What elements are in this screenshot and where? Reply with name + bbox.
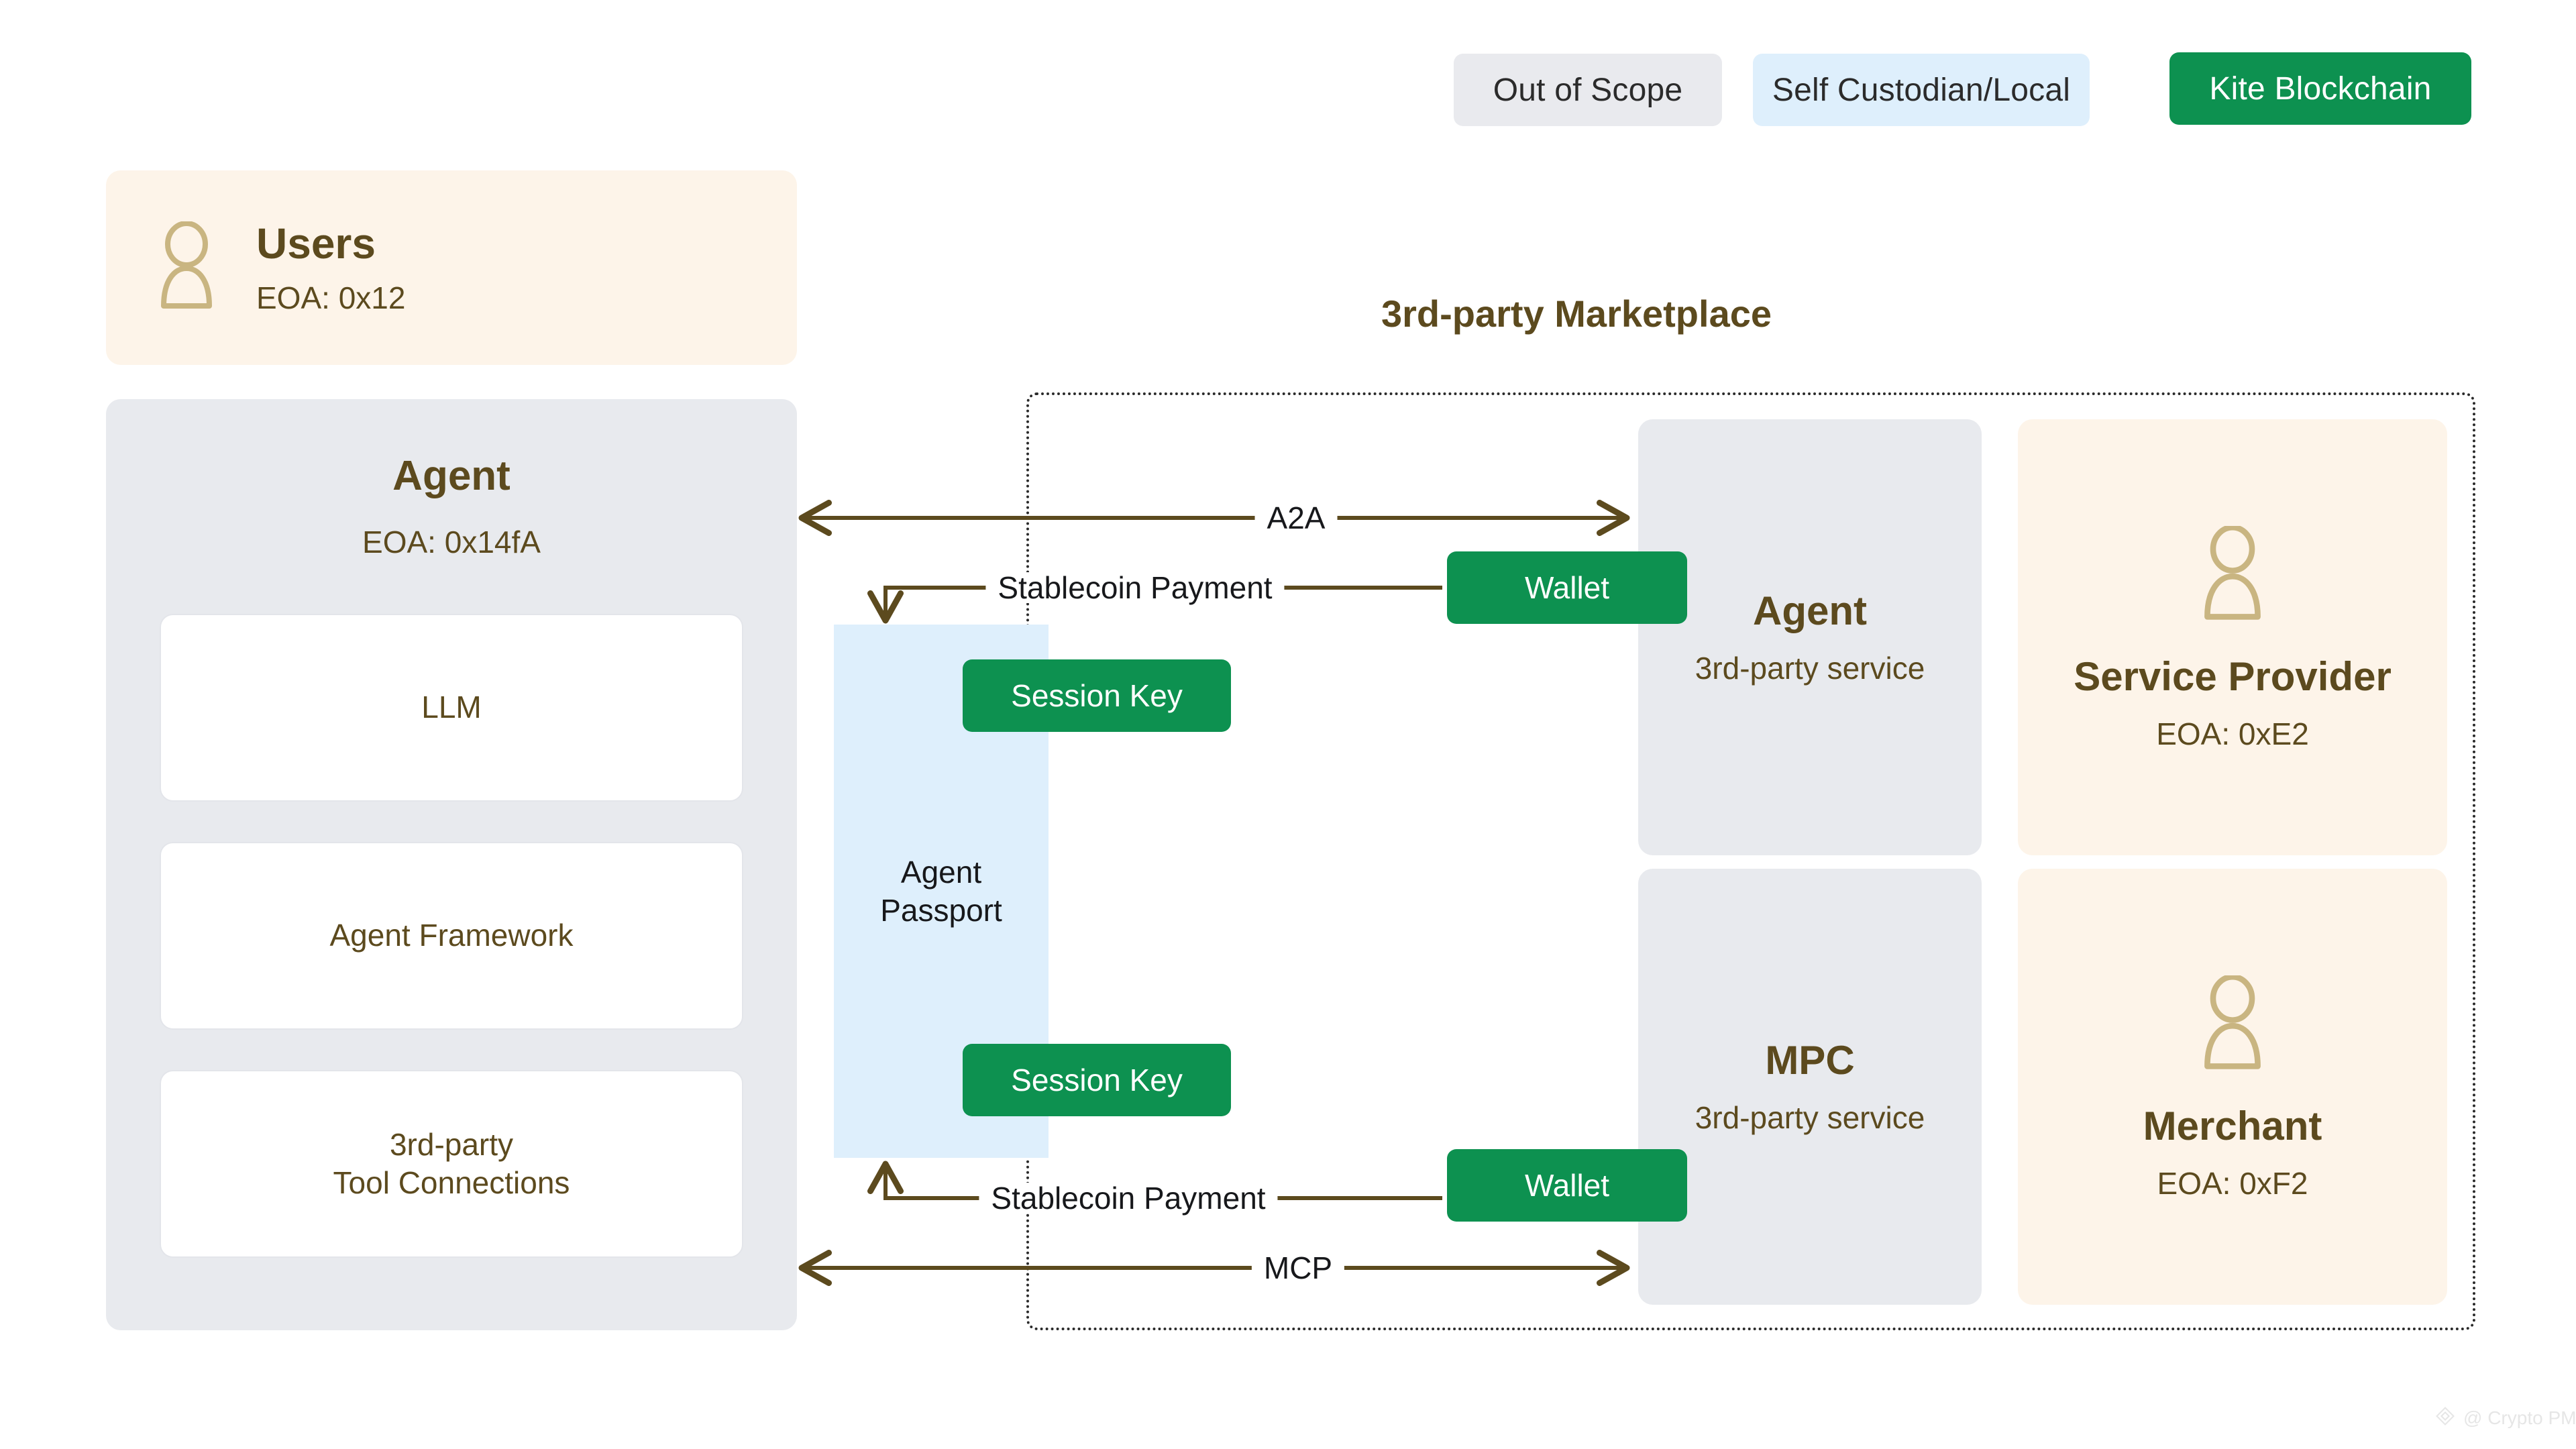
diamond-logo-icon (2435, 1406, 2455, 1430)
agent-panel-address: EOA: 0x14fA (362, 525, 541, 559)
users-card-title: Users (256, 219, 376, 268)
person-icon (154, 220, 219, 315)
users-card-address: EOA: 0x12 (256, 280, 406, 315)
agent-card-label: Agent Framework (329, 918, 574, 953)
users-card-text: Users EOA: 0x12 (256, 222, 405, 313)
wallet-badge-top[interactable]: Wallet (1447, 551, 1687, 624)
marketplace-card-title: Service Provider (2074, 653, 2392, 699)
agent-card-label-line2: Tool Connections (333, 1165, 570, 1200)
agent-passport-label: Agent Passport (880, 853, 1002, 928)
legend-label: Out of Scope (1493, 72, 1683, 108)
agent-passport-block[interactable]: Agent Passport (834, 625, 1049, 1158)
legend-chip-self-custodian[interactable]: Self Custodian/Local (1753, 54, 2090, 126)
legend-chip-out-of-scope[interactable]: Out of Scope (1454, 54, 1722, 126)
marketplace-card-service-provider[interactable]: Service Provider EOA: 0xE2 (2018, 419, 2447, 855)
legend-label: Self Custodian/Local (1772, 72, 2071, 108)
connector-label-stablecoin-payment-bottom: Stablecoin Payment (979, 1183, 1278, 1214)
agent-passport-label-line2: Passport (880, 892, 1002, 928)
legend-chip-kite-blockchain[interactable]: Kite Blockchain (2169, 52, 2471, 125)
marketplace-card-merchant[interactable]: Merchant EOA: 0xF2 (2018, 869, 2447, 1305)
badge-label: Wallet (1524, 1168, 1610, 1203)
marketplace-card-title: Agent (1753, 588, 1867, 633)
agent-passport-label-line1: Agent (900, 855, 982, 890)
person-icon (2198, 524, 2267, 626)
agent-card-label-line1: 3rd-party (389, 1126, 514, 1162)
session-key-badge-bottom[interactable]: Session Key (963, 1044, 1231, 1116)
marketplace-card-title: MPC (1765, 1038, 1855, 1083)
users-card[interactable]: Users EOA: 0x12 (106, 170, 797, 365)
person-icon (2198, 973, 2267, 1075)
marketplace-card-subtitle: EOA: 0xF2 (2157, 1165, 2308, 1201)
agent-card-label-wrap: 3rd-party Tool Connections (333, 1126, 570, 1203)
agent-card-label: LLM (421, 690, 482, 725)
watermark: @ Crypto PM (2435, 1406, 2576, 1430)
agent-card-llm[interactable]: LLM (160, 614, 743, 802)
badge-label: Wallet (1524, 570, 1610, 605)
connector-label-stablecoin-payment-top: Stablecoin Payment (985, 572, 1285, 603)
badge-label: Session Key (1011, 1063, 1183, 1097)
session-key-badge-top[interactable]: Session Key (963, 659, 1231, 732)
agent-card-framework[interactable]: Agent Framework (160, 842, 743, 1030)
watermark-text: @ Crypto PM (2463, 1407, 2576, 1428)
agent-card-tool-connections[interactable]: 3rd-party Tool Connections (160, 1070, 743, 1258)
marketplace-title: 3rd-party Marketplace (1381, 292, 1772, 335)
agent-panel-title: Agent (392, 453, 511, 499)
marketplace-card-agent[interactable]: Agent 3rd-party service (1638, 419, 1982, 855)
wallet-badge-bottom[interactable]: Wallet (1447, 1149, 1687, 1222)
agent-panel[interactable]: Agent EOA: 0x14fA LLM Agent Framework 3r… (106, 399, 797, 1330)
connector-label-a2a: A2A (1254, 502, 1338, 533)
marketplace-card-subtitle: 3rd-party service (1695, 1100, 1925, 1135)
legend-label: Kite Blockchain (2209, 70, 2432, 107)
badge-label: Session Key (1011, 678, 1183, 713)
marketplace-card-subtitle: EOA: 0xE2 (2156, 716, 2309, 751)
marketplace-card-title: Merchant (2143, 1103, 2322, 1148)
connector-label-mcp: MCP (1251, 1252, 1345, 1283)
marketplace-card-subtitle: 3rd-party service (1695, 651, 1925, 686)
marketplace-card-mpc[interactable]: MPC 3rd-party service (1638, 869, 1982, 1305)
